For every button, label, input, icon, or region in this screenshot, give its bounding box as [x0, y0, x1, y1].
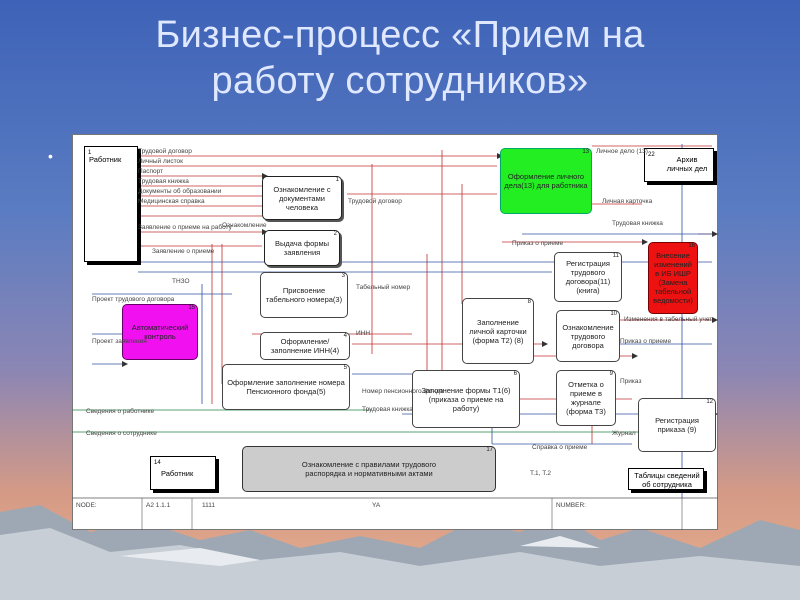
flow-label: Личная карточка [602, 198, 653, 205]
process-box-9-num: 9 [609, 371, 613, 377]
flow-label: ИНН [356, 330, 371, 337]
process-box-13-label: Оформление личного дела(13) для работник… [504, 172, 588, 190]
process-box-3: 3 Присвоение табельного номера(3) [260, 272, 348, 318]
process-box-5-label: Оформление заполнение номера Пенсионного… [227, 378, 345, 396]
flow-label: Заявление о приеме [152, 248, 215, 255]
title-line-2: работу сотрудников» [211, 60, 589, 102]
entity-tables-label: Таблицы сведений об сотрудника [634, 471, 700, 489]
process-box-13-num: 13 [582, 149, 589, 155]
process-box-11: 11 Регистрация трудового договора(11) (к… [554, 252, 622, 302]
flow-label: Номер пенсионного фонда [362, 388, 444, 395]
flow-label: Приказ [620, 378, 642, 385]
process-box-17-num: 17 [486, 447, 493, 453]
process-box-12-label: Регистрация приказа (9) [655, 416, 699, 434]
process-box-16-num: 16 [688, 243, 695, 249]
slide-title: Бизнес-процесс «Прием на работу сотрудни… [60, 12, 740, 104]
process-box-16-label: Внесение изменений в ИБ ИШР (Замена табе… [653, 251, 693, 305]
flow-label: Паспорт [138, 168, 164, 175]
process-box-3-label: Присвоение табельного номера(3) [265, 286, 343, 304]
process-box-17-label: Ознакомление с правилами трудового распо… [301, 460, 437, 478]
process-box-2-label: Выдача формы заявления [275, 239, 329, 257]
footer-number: NUMBER: [556, 502, 586, 509]
flow-label: Трудовой договор [348, 198, 402, 205]
footer-node: NODE: [76, 502, 97, 509]
flow-label: Трудовая книжка [362, 406, 413, 413]
process-box-8: 8 Заполнение личной карточки (форма Т2) … [462, 298, 534, 364]
process-box-4: 4 Оформление/ заполнение ИНН(4) [260, 332, 350, 360]
entity-archive-label: Архив личных дел [666, 155, 708, 173]
process-box-1-num: 1 [335, 177, 339, 183]
process-box-8-label: Заполнение личной карточки (форма Т2) (8… [469, 317, 527, 345]
entity-worker-num: 1 [88, 150, 92, 156]
process-box-1-label: Ознакомление с документами человека [273, 184, 331, 212]
flow-label: Трудовой договор [138, 148, 192, 155]
flow-label: Сведения о сотруднике [86, 430, 157, 437]
process-box-10-label: Ознакомление трудового договора [562, 322, 614, 350]
process-box-16: 16 Внесение изменений в ИБ ИШР (Замена т… [648, 242, 698, 314]
process-box-17: 17 Ознакомление с правилами трудового ра… [242, 446, 496, 492]
process-box-11-num: 11 [612, 253, 619, 259]
flow-label: Приказ о приеме [512, 240, 564, 247]
flow-label: Приказ о приеме [620, 338, 672, 345]
process-box-15: 15 Автоматический контроль [122, 304, 198, 360]
flow-label: Справка о приеме [532, 444, 588, 451]
title-line-1: Бизнес-процесс «Прием на [155, 14, 645, 56]
process-box-5: 5 Оформление заполнение номера Пенсионно… [222, 364, 350, 410]
dfd-diagram: 1 Работник 14 Работник 22 Архив личных д… [72, 134, 718, 530]
footer-ya: YA [372, 502, 381, 509]
process-box-15-num: 15 [188, 305, 195, 311]
process-box-6: 6 Заполнение формы Т1(6) (приказа о прие… [412, 370, 520, 428]
flow-label: Трудовая книжка [612, 220, 663, 227]
flow-label: Табельный номер [356, 284, 411, 291]
entity-tables: Таблицы сведений об сотрудника [628, 468, 704, 490]
entity-archive: 22 Архив личных дел [644, 148, 714, 182]
process-box-12-num: 12 [706, 399, 713, 405]
process-box-15-label: Автоматический контроль [131, 323, 189, 341]
footer-mid: 1111 [202, 502, 216, 509]
process-box-5-num: 5 [343, 365, 347, 371]
flow-label: Проект заявления [92, 338, 147, 345]
flow-label: Личный листок [138, 158, 184, 165]
process-box-6-label: Заполнение формы Т1(6) (приказа о приеме… [421, 385, 511, 413]
flow-label: Т.1, Т.2 [530, 470, 551, 477]
process-box-12: 12 Регистрация приказа (9) [638, 398, 716, 452]
process-box-9-label: Отметка о приеме в журнале (форма Т3) [566, 380, 606, 416]
process-box-6-num: 6 [513, 371, 517, 377]
flow-label: ТНЗО [172, 278, 190, 285]
process-box-4-label: Оформление/ заполнение ИНН(4) [270, 337, 340, 355]
flow-label: Личное дело (13) [596, 148, 648, 155]
process-box-10-num: 10 [610, 311, 617, 317]
footer-title: A2 1.1.1 [146, 502, 171, 509]
process-box-13: 13 Оформление личного дела(13) для работ… [500, 148, 592, 214]
entity-worker-2: 14 Работник [150, 456, 216, 490]
process-box-11-label: Регистрация трудового договора(11) (книг… [565, 259, 611, 295]
flow-label: Журнал [612, 430, 636, 437]
flow-label: Ознакомление [222, 222, 267, 229]
process-box-4-num: 4 [343, 333, 347, 339]
flow-label: Заявление о приеме на работу [138, 224, 232, 231]
entity-worker: 1 Работник [84, 146, 138, 262]
process-box-3-num: 3 [341, 273, 345, 279]
entity-archive-num: 22 [648, 152, 655, 158]
process-box-10: 10 Ознакомление трудового договора [556, 310, 620, 362]
flow-label: Медицинская справка [138, 198, 205, 205]
process-box-9: 9 Отметка о приеме в журнале (форма Т3) [556, 370, 616, 426]
flow-label: Документы об образовании [138, 188, 222, 195]
process-box-1: 1 Ознакомление с документами человека [262, 176, 342, 220]
flow-label: Проект трудового договора [92, 296, 175, 303]
entity-worker-2-label: Работник [161, 469, 194, 478]
bullet: • [48, 148, 53, 164]
process-box-8-num: 8 [527, 299, 531, 305]
process-box-2: 2 Выдача формы заявления [264, 230, 340, 266]
flow-label: Сведения о работнике [86, 408, 155, 415]
flow-label: Изменения в табельный учет [624, 316, 713, 323]
flow-label: Трудовая книжка [138, 178, 189, 185]
entity-worker-2-num: 14 [154, 460, 161, 466]
process-box-2-num: 2 [333, 231, 337, 237]
entity-worker-label: Работник [89, 155, 122, 164]
